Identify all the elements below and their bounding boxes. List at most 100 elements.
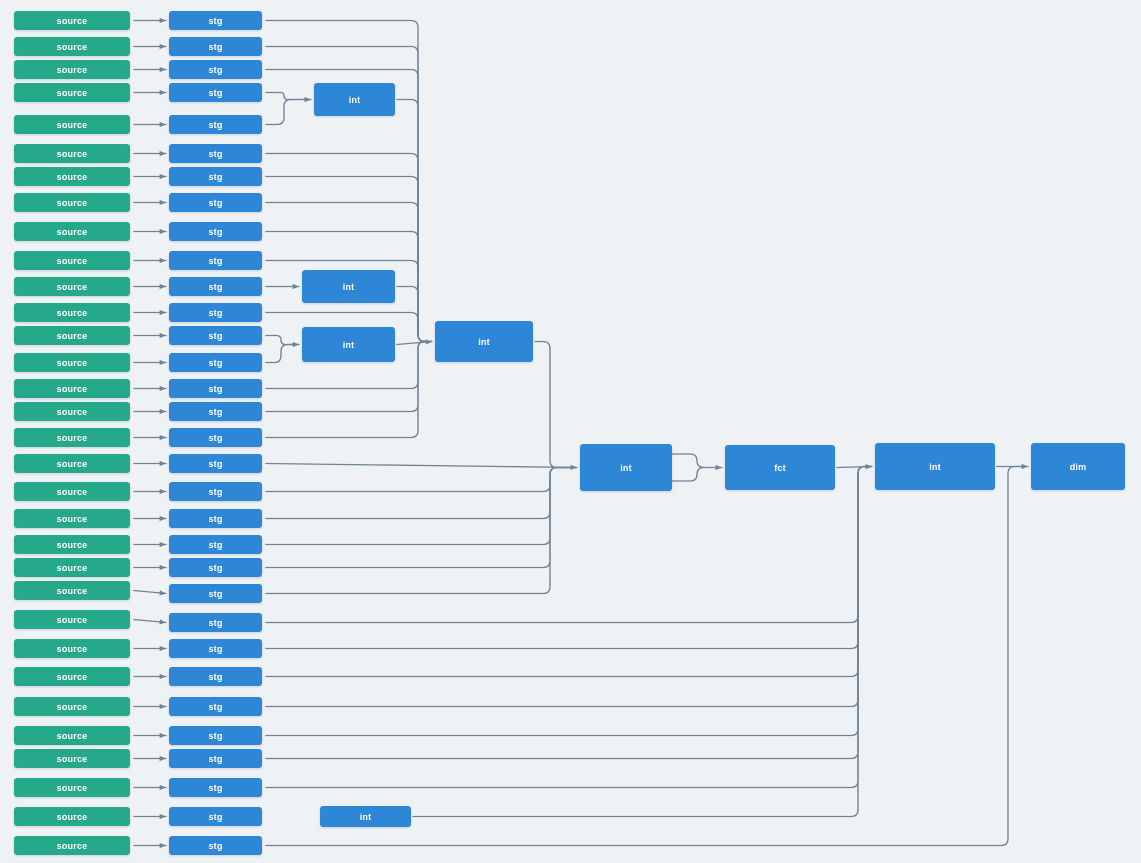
node-stg-18[interactable]: stg	[169, 454, 262, 473]
edge	[265, 465, 872, 789]
node-stg-23[interactable]: stg	[169, 584, 262, 603]
node-source-5[interactable]: source	[14, 115, 130, 134]
node-int-e[interactable]: int	[580, 444, 672, 491]
node-stg-16[interactable]: stg	[169, 402, 262, 421]
node-source-4[interactable]: source	[14, 83, 130, 102]
node-source-1[interactable]: source	[14, 11, 130, 30]
node-stg-1[interactable]: stg	[169, 11, 262, 30]
node-int-c[interactable]: int	[302, 327, 395, 362]
node-stg-22[interactable]: stg	[169, 558, 262, 577]
node-source-26[interactable]: source	[14, 667, 130, 686]
node-stg-20[interactable]: stg	[169, 509, 262, 528]
node-label: stg	[208, 148, 223, 159]
node-source-8[interactable]: source	[14, 193, 130, 212]
node-stg-19[interactable]: stg	[169, 482, 262, 501]
node-label: int	[478, 336, 490, 347]
node-source-12[interactable]: source	[14, 303, 130, 322]
node-int-a[interactable]: int	[314, 83, 395, 116]
node-stg-12[interactable]: stg	[169, 303, 262, 322]
node-int-d[interactable]: int	[435, 321, 533, 362]
node-stg-13[interactable]: stg	[169, 326, 262, 345]
node-source-6[interactable]: source	[14, 144, 130, 163]
node-label: stg	[208, 486, 223, 497]
node-stg-26[interactable]: stg	[169, 667, 262, 686]
node-label: int	[342, 339, 355, 350]
node-source-19[interactable]: source	[14, 482, 130, 501]
node-label: stg	[208, 357, 223, 368]
node-stg-25[interactable]: stg	[169, 639, 262, 658]
node-int-g[interactable]: int	[320, 806, 411, 827]
edge	[396, 98, 432, 343]
edge	[265, 343, 299, 364]
node-source-3[interactable]: source	[14, 60, 130, 79]
node-source-29[interactable]: source	[14, 749, 130, 768]
node-fct-1[interactable]: fct	[725, 445, 835, 490]
node-stg-14[interactable]: stg	[169, 353, 262, 372]
node-stg-31[interactable]: stg	[169, 807, 262, 826]
node-stg-29[interactable]: stg	[169, 749, 262, 768]
node-source-9[interactable]: source	[14, 222, 130, 241]
node-label: source	[56, 458, 88, 469]
node-label: stg	[208, 562, 223, 573]
node-dim-1[interactable]: dim	[1031, 443, 1125, 490]
node-stg-32[interactable]: stg	[169, 836, 262, 855]
node-stg-21[interactable]: stg	[169, 535, 262, 554]
node-int-b[interactable]: int	[302, 270, 395, 303]
edge	[265, 98, 311, 126]
node-stg-4[interactable]: stg	[169, 83, 262, 102]
node-source-11[interactable]: source	[14, 277, 130, 296]
node-int-f[interactable]: int	[875, 443, 995, 490]
node-source-10[interactable]: source	[14, 251, 130, 270]
node-stg-8[interactable]: stg	[169, 193, 262, 212]
node-stg-5[interactable]: stg	[169, 115, 262, 134]
node-label: source	[56, 406, 88, 417]
node-stg-2[interactable]: stg	[169, 37, 262, 56]
node-source-13[interactable]: source	[14, 326, 130, 345]
node-source-2[interactable]: source	[14, 37, 130, 56]
node-label: source	[56, 119, 88, 130]
node-label: source	[56, 782, 88, 793]
node-stg-30[interactable]: stg	[169, 778, 262, 797]
node-source-7[interactable]: source	[14, 167, 130, 186]
node-label: source	[56, 148, 88, 159]
node-source-16[interactable]: source	[14, 402, 130, 421]
node-label: source	[56, 41, 88, 52]
node-label: stg	[208, 171, 223, 182]
node-stg-28[interactable]: stg	[169, 726, 262, 745]
edge	[265, 91, 311, 101]
node-stg-15[interactable]: stg	[169, 379, 262, 398]
node-source-21[interactable]: source	[14, 535, 130, 554]
node-source-15[interactable]: source	[14, 379, 130, 398]
node-label: source	[56, 811, 88, 822]
node-label: stg	[208, 41, 223, 52]
node-source-18[interactable]: source	[14, 454, 130, 473]
node-stg-17[interactable]: stg	[169, 428, 262, 447]
edge	[671, 453, 723, 471]
node-stg-10[interactable]: stg	[169, 251, 262, 270]
node-stg-9[interactable]: stg	[169, 222, 262, 241]
node-source-17[interactable]: source	[14, 428, 130, 447]
node-stg-27[interactable]: stg	[169, 697, 262, 716]
node-source-24[interactable]: source	[14, 610, 130, 629]
node-stg-6[interactable]: stg	[169, 144, 262, 163]
node-stg-3[interactable]: stg	[169, 60, 262, 79]
node-source-23[interactable]: source	[14, 581, 130, 600]
node-source-28[interactable]: source	[14, 726, 130, 745]
node-label: source	[56, 357, 88, 368]
node-stg-7[interactable]: stg	[169, 167, 262, 186]
node-stg-24[interactable]: stg	[169, 613, 262, 632]
node-source-27[interactable]: source	[14, 697, 130, 716]
node-source-14[interactable]: source	[14, 353, 130, 372]
node-label: stg	[208, 671, 223, 682]
node-stg-11[interactable]: stg	[169, 277, 262, 296]
node-source-30[interactable]: source	[14, 778, 130, 797]
edge	[265, 465, 872, 708]
node-source-20[interactable]: source	[14, 509, 130, 528]
node-source-25[interactable]: source	[14, 639, 130, 658]
node-source-31[interactable]: source	[14, 807, 130, 826]
node-source-32[interactable]: source	[14, 836, 130, 855]
node-source-22[interactable]: source	[14, 558, 130, 577]
node-label: stg	[208, 383, 223, 394]
node-label: stg	[208, 588, 223, 599]
